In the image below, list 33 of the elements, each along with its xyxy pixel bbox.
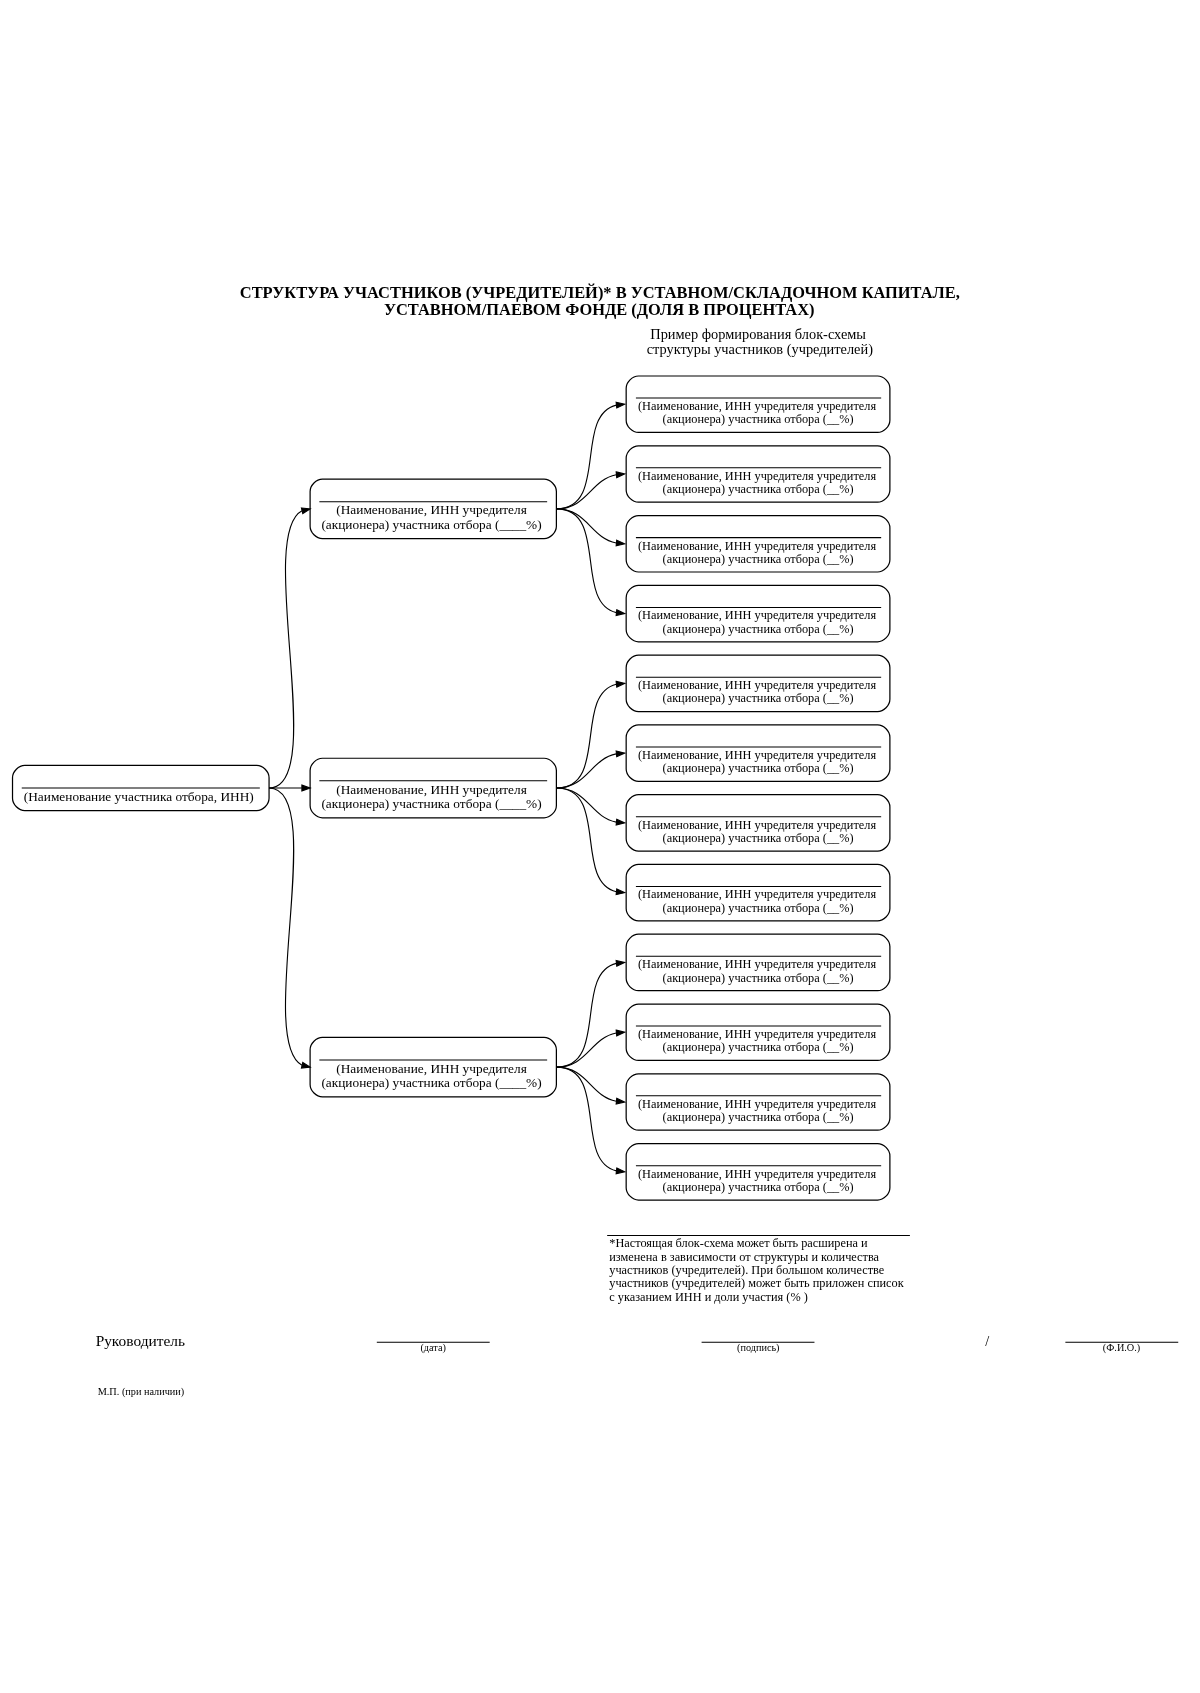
label: (дата) [420,1342,446,1354]
label: Руководитель [95,1331,185,1349]
node-box: (Наименование, ИНН учредителя учредителя (акционера) участника отбора (__%) [625,724,891,782]
node-box: (Наименование, ИНН учредителя учредителя (акционера) участника отбора (__%) [625,514,891,573]
node-box: (Наименование, ИНН учредителя (акционера) участника отбора (____%) [309,757,557,819]
arrow [555,787,627,896]
node-box: (Наименование, ИНН учредителя учредителя (акционера) участника отбора (__%) [625,863,891,922]
label: (подпись) [736,1342,780,1354]
arrow [268,507,312,789]
arrow [268,784,312,792]
node-box: (Наименование, ИНН учредителя учредителя (акционера) участника отбора (__%) [625,794,891,852]
node-box: (Наименование, ИНН учредителя учредителя (акционера) участника отбора (__%) [625,654,891,713]
node-box: (Наименование, ИНН учредителя учредителя (акционера) участника отбора (__%) [625,1142,891,1201]
node-box: (Наименование, ИНН учредителя (акционера) участника отбора (____%) [309,478,557,540]
arrow [555,959,627,1068]
node-box: (Наименование участника отбора, ИНН) [11,764,270,812]
node-box: (Наименование, ИНН учредителя учредителя (акционера) участника отбора (__%) [625,1003,891,1062]
node-box: (Наименование, ИНН учредителя учредителя (акционера) участника отбора (__%) [625,1073,891,1131]
label: Пример формирования блок-схемы структуры участников (учредителей) [646,325,873,358]
arrow [555,508,627,617]
node-box: (Наименование, ИНН учредителя учредителя (акционера) участника отбора (__%) [625,445,891,503]
node-box: (Наименование, ИНН учредителя учредителя (акционера) участника отбора (__%) [625,584,891,643]
diagram-title: СТРУКТУРА УЧАСТНИКОВ (УЧРЕДИТЕЛЕЙ)* В УСТАВНОМ/СКЛАДОЧНОМ КАПИТАЛЕ, УСТАВНОМ/ПАЕВОМ ФОНДЕ (ДОЛЯ В ПРОЦЕНТАХ) [239,283,960,319]
label: (Ф.И.О.) [1102,1342,1141,1354]
label: / [985,1332,990,1349]
label: *Настоящая блок-схема может быть расширена и изменена в зависимости от структуры и количества участников (учредителей). При большом количестве участников (учредителей) может быть приложен список с указанием ИНН и доли участия (% ) [609,1236,904,1304]
node-box: (Наименование, ИНН учредителя учредителя (акционера) участника отбора (__%) [625,375,891,434]
arrow [268,787,312,1069]
node-box: (Наименование, ИНН учредителя учредителя (акционера) участника отбора (__%) [625,933,891,992]
label: М.П. (при наличии) [97,1385,185,1397]
arrow [555,1066,627,1175]
node-box: (Наименование, ИНН учредителя (акционера) участника отбора (____%) [309,1036,557,1098]
arrow [555,1029,627,1068]
